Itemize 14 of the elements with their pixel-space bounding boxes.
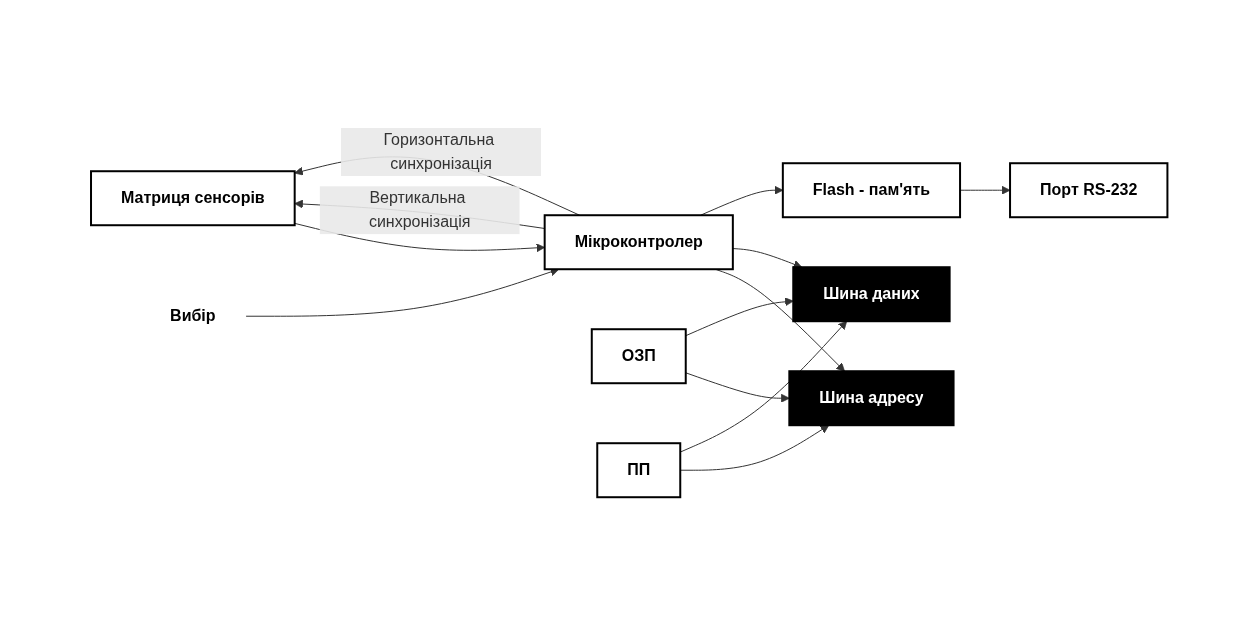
node-box: Матриця сенсорів [90, 170, 296, 227]
arrow [680, 424, 830, 471]
arrow [700, 185, 784, 216]
node-box: Flash - пам'ять [782, 162, 962, 219]
node-box: Мікроконтролер [543, 214, 735, 271]
node-text: Вибір [170, 307, 216, 325]
node-box: ОЗП [591, 328, 687, 385]
edge-label: Вертикальна синхронізація [369, 189, 471, 231]
arrow [680, 320, 848, 453]
node-box: Шина адресу [788, 370, 955, 427]
node-box: Шина даних [792, 266, 951, 323]
node-box: ПП [596, 442, 682, 499]
node-box: Порт RS-232 [1009, 162, 1169, 219]
edge-label: Горизонтальна синхронізація [383, 130, 495, 172]
